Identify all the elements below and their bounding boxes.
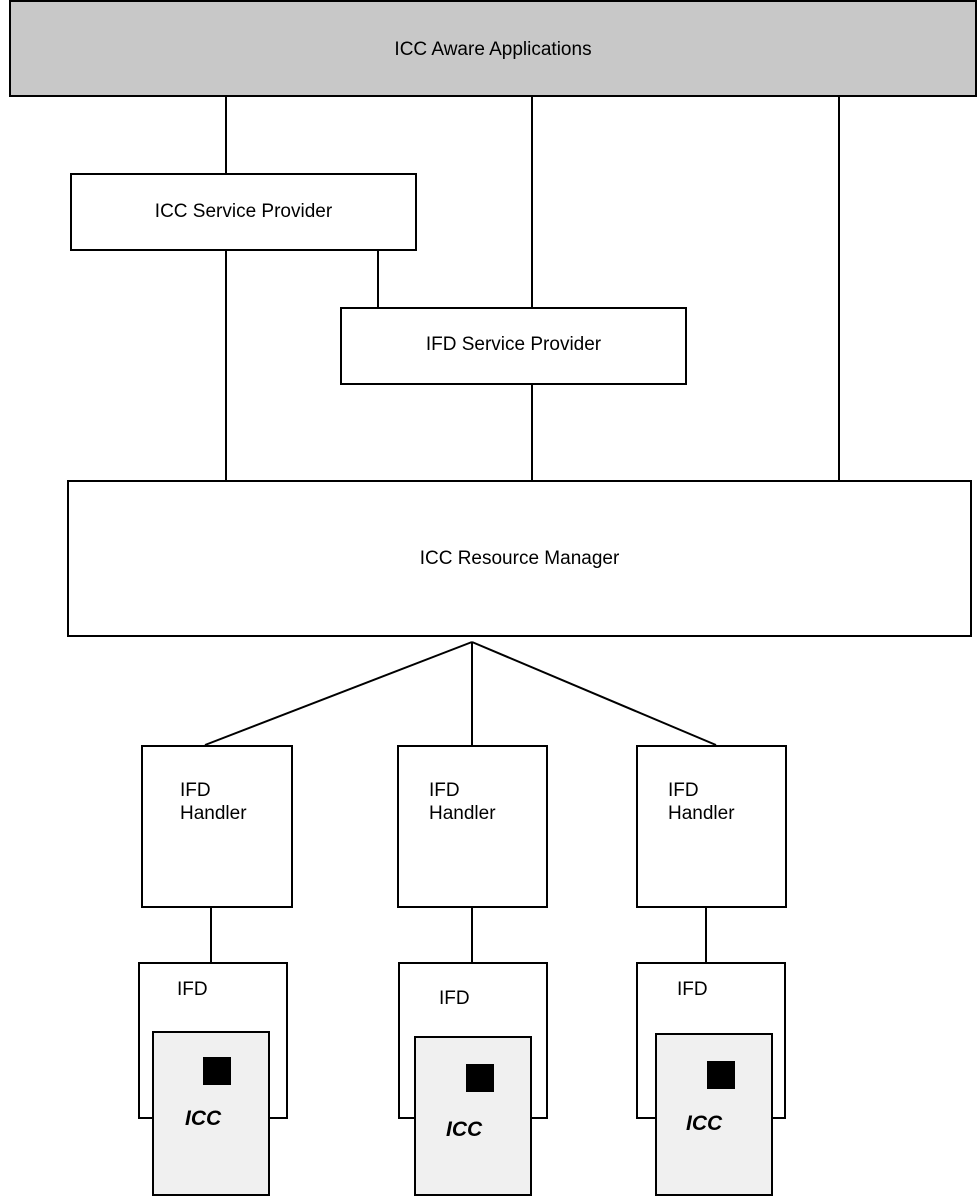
icc-card: ICC [152,1031,270,1196]
icc-resource-manager-box: ICC Resource Manager [67,480,972,637]
ifd-reader-label: IFD [677,979,708,1000]
ifd-handler-box: IFD Handler [141,745,293,908]
icc-aware-applications-bar: ICC Aware Applications [9,0,977,97]
icc-card: ICC [655,1033,773,1196]
icc-service-provider-label: ICC Service Provider [154,201,333,222]
chip-icon [707,1061,735,1089]
ifd-service-provider-label: IFD Service Provider [425,334,602,355]
ifd-handler-line1: IFD [668,780,699,801]
icc-resource-manager-label: ICC Resource Manager [419,548,620,569]
ifd-reader-label: IFD [439,988,470,1009]
line-rm-to-handler-1 [204,641,473,746]
ifd-service-provider-box: IFD Service Provider [340,307,687,385]
ifd-handler-line2: Handler [180,803,247,824]
ifd-handler-box: IFD Handler [636,745,787,908]
ifd-handler-box: IFD Handler [397,745,548,908]
line-rm-to-handler-3 [471,641,717,746]
ifd-handler-line1: IFD [429,780,460,801]
ifd-handler-line2: Handler [668,803,735,824]
ifd-reader-label: IFD [177,979,208,1000]
icc-card-label: ICC [185,1107,222,1130]
icc-service-provider-box: ICC Service Provider [70,173,417,251]
chip-icon [203,1057,231,1085]
ifd-handler-line2: Handler [429,803,496,824]
icc-card: ICC [414,1036,532,1196]
icc-card-label: ICC [686,1112,723,1135]
icc-aware-applications-label: ICC Aware Applications [394,39,592,60]
ifd-handler-line1: IFD [180,780,211,801]
icc-card-label: ICC [446,1118,483,1141]
chip-icon [466,1064,494,1092]
